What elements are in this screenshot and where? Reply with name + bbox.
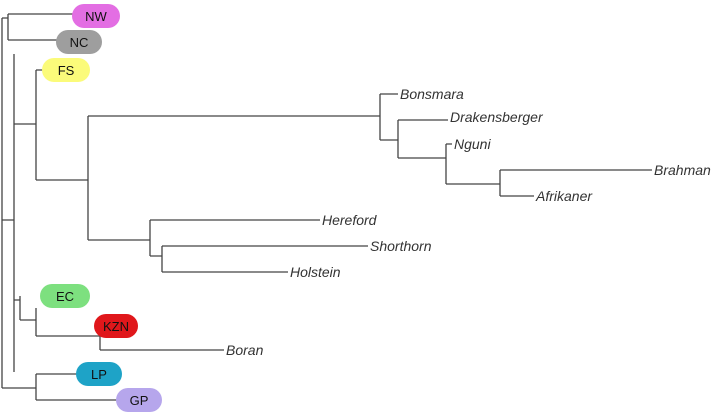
branch-fs-clade xyxy=(14,69,88,181)
leaf-holstein: Holstein xyxy=(290,264,341,280)
leaf-brahman: Brahman xyxy=(654,162,711,178)
branch-brahman-group xyxy=(499,169,652,197)
province-pill-lp xyxy=(76,362,122,386)
province-label-nw: NW xyxy=(85,9,107,24)
province-pill-kzn xyxy=(94,314,138,338)
branch-cattle-split xyxy=(87,115,380,241)
branch-shorthorn-group xyxy=(161,245,368,273)
province-pill-ec xyxy=(40,284,90,308)
province-fs: FS xyxy=(42,58,90,82)
breed-labels: Bonsmara Drakensberger Nguni Brahman Afr… xyxy=(226,86,711,358)
province-label-gp: GP xyxy=(130,393,149,408)
leaf-boran: Boran xyxy=(226,342,264,358)
leaf-hereford: Hereford xyxy=(322,212,378,228)
province-labels: NW NC FS EC KZN LP GP xyxy=(40,4,162,412)
branch-main xyxy=(2,54,15,372)
province-pill-nc xyxy=(56,30,102,54)
province-label-fs: FS xyxy=(58,63,75,78)
leaf-nguni: Nguni xyxy=(454,136,491,152)
branch-hereford-group xyxy=(149,219,320,257)
province-pill-nw xyxy=(72,4,120,28)
branch-nguni-group xyxy=(445,143,500,185)
province-label-lp: LP xyxy=(91,367,107,382)
province-label-ec: EC xyxy=(56,289,74,304)
province-kzn: KZN xyxy=(94,314,138,338)
province-nc: NC xyxy=(56,30,102,54)
branch-drakens-group xyxy=(397,119,448,159)
branch-bonsmara-group xyxy=(379,93,398,141)
province-gp: GP xyxy=(116,388,162,412)
leaf-shorthorn: Shorthorn xyxy=(370,238,432,254)
province-label-kzn: KZN xyxy=(103,319,129,334)
leaf-bonsmara: Bonsmara xyxy=(400,86,464,102)
branch-lp-gp xyxy=(2,373,120,401)
leaf-drakensberger: Drakensberger xyxy=(450,109,544,125)
province-lp: LP xyxy=(76,362,122,386)
province-ec: EC xyxy=(40,284,90,308)
branch-nw-nc xyxy=(2,13,78,41)
province-nw: NW xyxy=(72,4,120,28)
province-label-nc: NC xyxy=(70,35,89,50)
branch-ec-clade xyxy=(14,296,37,336)
tree-branches xyxy=(1,13,652,401)
province-pill-gp xyxy=(116,388,162,412)
leaf-afrikaner: Afrikaner xyxy=(535,188,593,204)
province-pill-fs xyxy=(42,58,90,82)
